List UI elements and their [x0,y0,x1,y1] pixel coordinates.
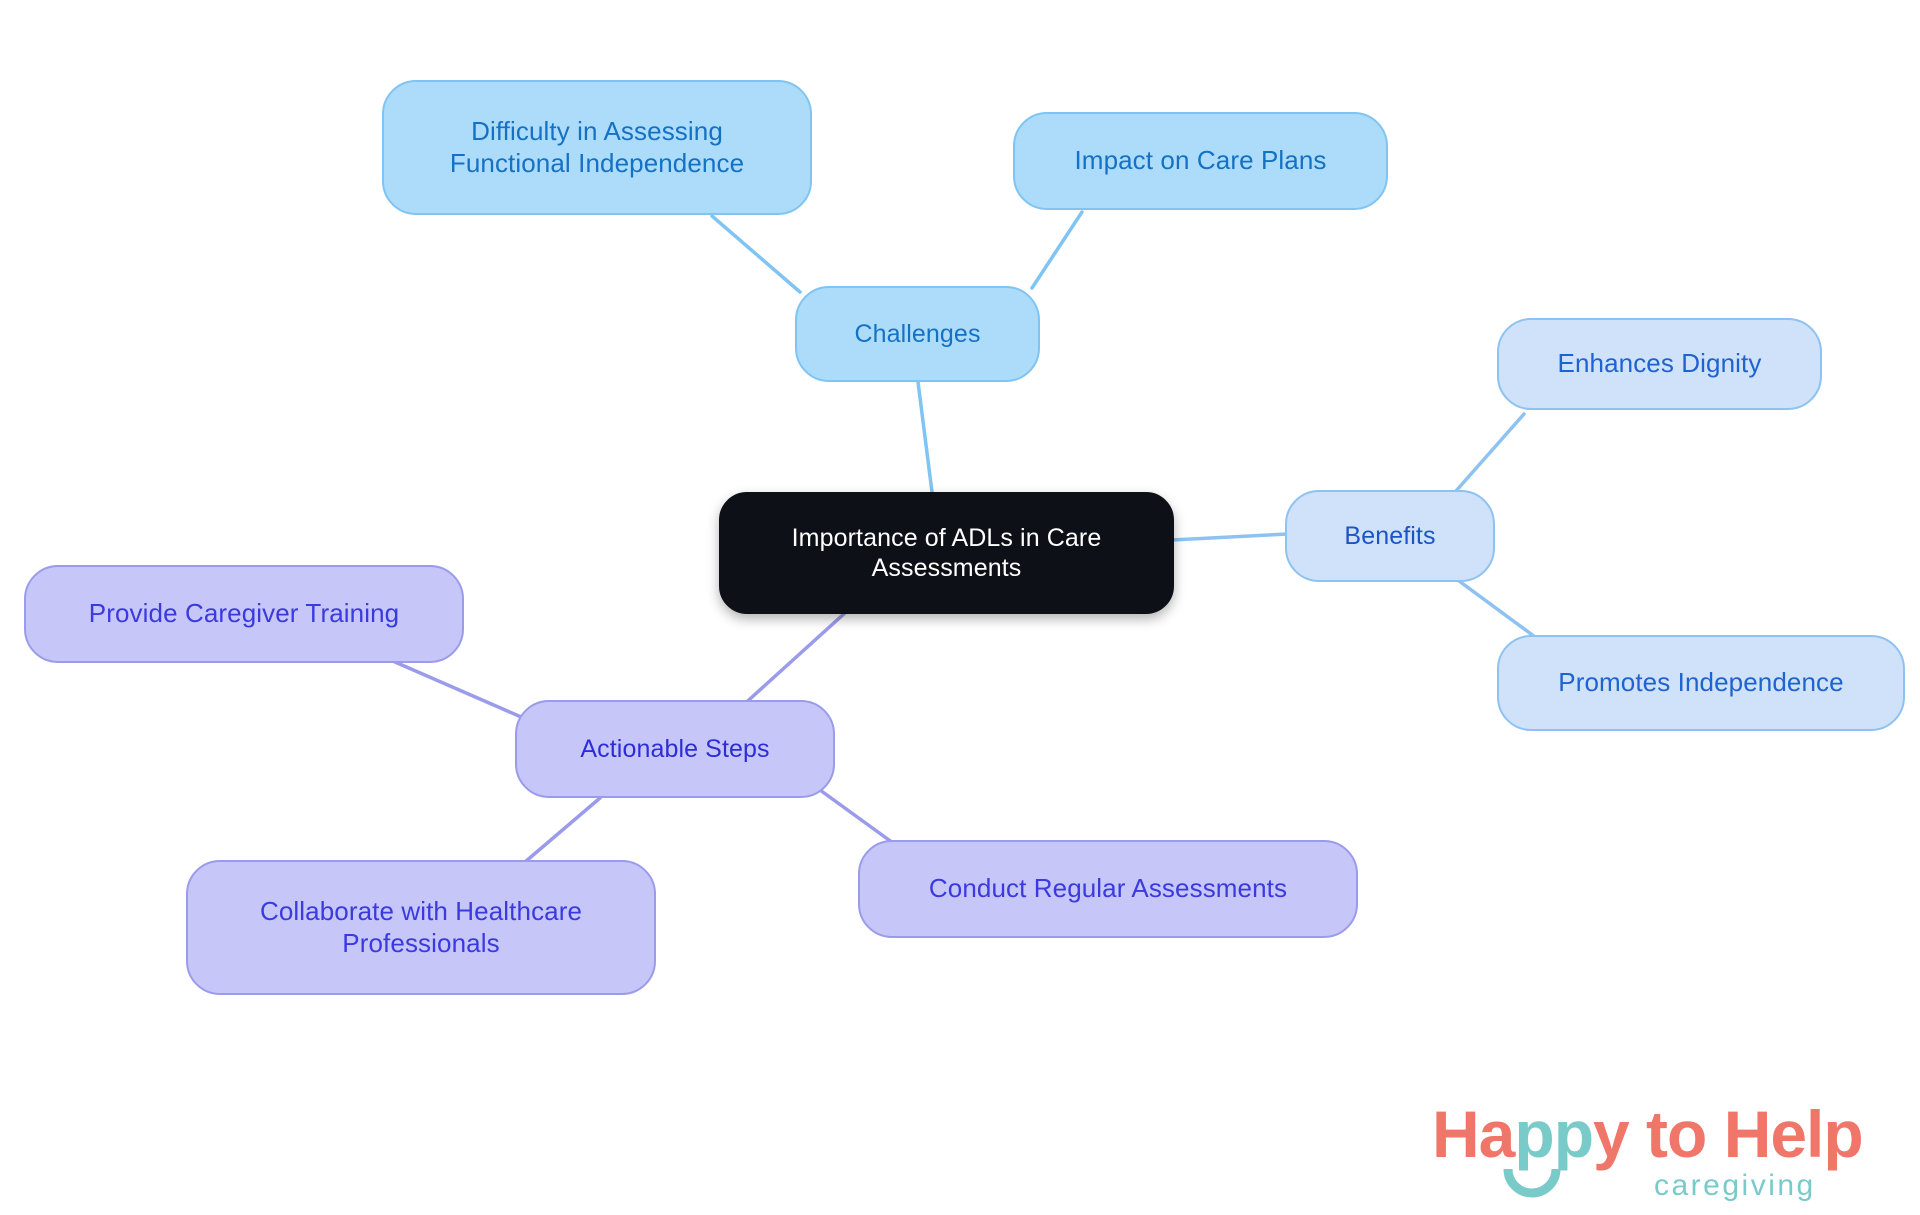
node-conduct-regular-assessments-label: Conduct Regular Assessments [928,873,1288,904]
node-enhances-dignity-label: Enhances Dignity [1557,348,1762,379]
node-enhances-dignity[interactable]: Enhances Dignity [1497,318,1822,410]
edge-actions-collaborate [523,796,602,864]
node-actionable-steps-label: Actionable Steps [580,734,770,763]
node-difficulty-assessing[interactable]: Difficulty in Assessing Functional Indep… [382,80,812,215]
logo-text-ha: Ha [1432,1097,1517,1171]
node-impact-care-plans[interactable]: Impact on Care Plans [1013,112,1388,210]
edge-root-actions [738,610,848,710]
logo-wordmark-part1: Happy to Help [1432,1097,1863,1171]
node-root-label: Importance of ADLs in Care Assessments [791,523,1102,583]
node-collaborate-healthcare[interactable]: Collaborate with Healthcare Professional… [186,860,656,995]
node-difficulty-assessing-label: Difficulty in Assessing Functional Indep… [449,115,745,178]
node-provide-caregiver-training[interactable]: Provide Caregiver Training [24,565,464,663]
smile-icon [1503,1168,1561,1198]
edge-challenges-impact [1030,210,1084,290]
node-challenges[interactable]: Challenges [795,286,1040,382]
node-root[interactable]: Importance of ADLs in Care Assessments [719,492,1174,614]
node-actionable-steps[interactable]: Actionable Steps [515,700,835,798]
node-benefits-label: Benefits [1344,521,1436,550]
node-conduct-regular-assessments[interactable]: Conduct Regular Assessments [858,840,1358,938]
node-provide-caregiver-training-label: Provide Caregiver Training [88,598,400,629]
node-promotes-independence-label: Promotes Independence [1558,667,1844,698]
logo-text-pp: pp [1514,1097,1593,1171]
edge-root-challenges [916,380,934,494]
node-collaborate-healthcare-label: Collaborate with Healthcare Professional… [259,895,583,958]
logo-text-ytohelp: y to Help [1593,1097,1863,1171]
edge-actions-training [393,660,530,722]
edge-benefits-dignity [1446,412,1526,502]
logo-tagline: caregiving [1654,1169,1816,1202]
node-challenges-label: Challenges [854,319,981,348]
edge-challenges-difficulty [710,214,802,294]
node-benefits[interactable]: Benefits [1285,490,1495,582]
node-impact-care-plans-label: Impact on Care Plans [1074,145,1327,176]
node-promotes-independence[interactable]: Promotes Independence [1497,635,1905,731]
brand-logo: Happy to Help caregiving [1432,1097,1864,1202]
edge-root-benefits [1170,532,1290,542]
